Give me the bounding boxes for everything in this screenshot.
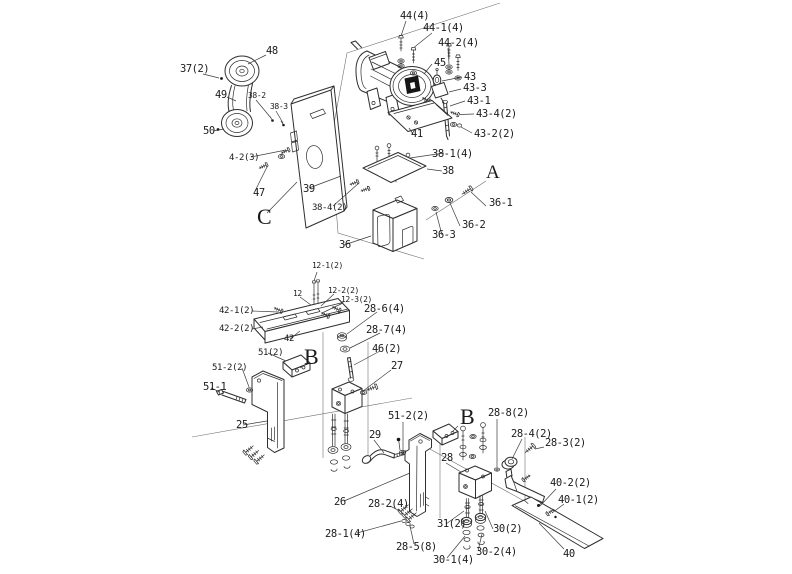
motor-base-plate-38 — [348, 143, 427, 194]
part-label-30-2: 30-2(4) — [476, 546, 517, 558]
part-label-51-1: 51-1 — [203, 381, 226, 393]
part-label-42-2: 42-2(2) — [219, 324, 254, 334]
part-label-38-2: 38-2 — [248, 91, 266, 100]
part-label-28-5: 28-5(8) — [396, 541, 437, 553]
view-letter-b-middle: B — [304, 344, 319, 369]
part-label-50: 50 — [203, 125, 215, 137]
motor-45 — [350, 35, 462, 116]
part-label-28-4: 28-4(2) — [511, 428, 552, 440]
support-bracket-25 — [241, 370, 285, 466]
part-label-38-4: 38-4(2) — [312, 203, 347, 213]
clamp-handle-29 — [361, 449, 409, 464]
part-label-45: 45 — [434, 57, 446, 69]
view-letters: A B B C — [257, 162, 500, 429]
blade-guard-40 — [504, 468, 604, 549]
part-label-25: 25 — [236, 419, 248, 431]
gib-block-51-2 — [432, 423, 459, 446]
support-bracket-26 — [396, 433, 432, 517]
part-label-30-1: 30-1(4) — [433, 554, 474, 566]
part-label-43: 43 — [464, 71, 476, 83]
part-label-27: 27 — [391, 360, 403, 372]
part-label-38-3: 38-3 — [270, 102, 288, 111]
part-label-28-1: 28-1(4) — [325, 528, 366, 540]
part-label-28-2: 28-2(4) — [368, 498, 409, 510]
part-label-40-1: 40-1(2) — [558, 494, 599, 506]
part-label-26: 26 — [334, 496, 346, 508]
roller-stud-hardware — [337, 332, 355, 382]
section-a-fasteners — [425, 180, 487, 221]
part-labels: 44(4) 44-1(4) 44-2(4) 45 43 43-3 43-1 43… — [180, 10, 599, 566]
part-label-49: 49 — [215, 89, 227, 101]
part-label-28-8: 28-8(2) — [488, 407, 529, 419]
guide-block-27 — [327, 381, 379, 472]
part-label-31: 31(2) — [437, 518, 466, 530]
leader-lines — [202, 20, 565, 559]
pulley-and-belt-group — [216, 55, 260, 137]
part-label-44: 44(4) — [400, 10, 429, 22]
part-label-42: 42 — [284, 334, 294, 344]
part-label-28-3: 28-3(2) — [545, 437, 586, 449]
bearing-28-4 — [501, 456, 518, 470]
mount-plate-41 — [387, 100, 453, 132]
part-label-39: 39 — [303, 183, 315, 195]
part-label-46: 46(2) — [372, 343, 401, 355]
part-label-43-3: 43-3 — [463, 82, 486, 94]
part-label-43-4: 43-4(2) — [476, 108, 517, 120]
part-label-36-3: 36-3 — [432, 229, 455, 241]
part-label-38-1: 38-1(4) — [432, 148, 473, 160]
part-label-37: 37(2) — [180, 63, 209, 75]
view-letter-c: C — [257, 204, 272, 229]
part-label-28: 28 — [441, 452, 453, 464]
part-label-47: 47 — [253, 187, 265, 199]
part-label-12: 12 — [293, 289, 302, 298]
guide-block-28 — [458, 465, 492, 499]
part-label-51-2b: 51-2(2) — [388, 410, 429, 422]
part-label-40: 40 — [563, 548, 575, 560]
set-screw-37 — [220, 77, 223, 80]
gib-block-51 — [282, 354, 311, 378]
part-label-28-6: 28-6(4) — [364, 303, 405, 315]
part-label-42-1: 42-1(2) — [219, 306, 254, 316]
part-label-30: 30(2) — [493, 523, 522, 535]
cover-panel-39 — [257, 85, 348, 229]
part-label-12-1: 12-1(2) — [312, 261, 343, 270]
part-label-12-3: 12-3(2) — [341, 295, 372, 304]
part-label-44-2: 44-2(4) — [438, 37, 479, 49]
part-label-4-2: 4-2(3) — [229, 153, 259, 163]
part-label-38: 38 — [442, 165, 454, 177]
part-label-36-2: 36-2 — [462, 219, 485, 231]
part-label-28-7: 28-7(4) — [366, 324, 407, 336]
view-letter-a: A — [486, 162, 500, 183]
part-label-44-1: 44-1(4) — [423, 22, 464, 34]
slide-rail-42 — [253, 279, 350, 344]
part-label-40-2: 40-2(2) — [550, 477, 591, 489]
part-label-51-2a: 51-2(2) — [212, 363, 247, 373]
gear-box-36 — [372, 195, 418, 252]
view-letter-b-bottom: B — [460, 404, 475, 429]
part-label-41: 41 — [411, 128, 423, 140]
part-label-43-2: 43-2(2) — [474, 128, 515, 140]
part-label-36-1: 36-1 — [489, 197, 512, 209]
part-label-12-2: 12-2(2) — [328, 286, 359, 295]
part-label-43-1: 43-1 — [467, 95, 490, 107]
part-label-36: 36 — [339, 239, 351, 251]
part-label-48: 48 — [266, 45, 278, 57]
guide-rollers-30-31 — [460, 495, 487, 550]
part-label-51: 51(2) — [258, 348, 283, 358]
ball-studs-28-8 — [459, 422, 500, 472]
part-label-29: 29 — [369, 429, 381, 441]
